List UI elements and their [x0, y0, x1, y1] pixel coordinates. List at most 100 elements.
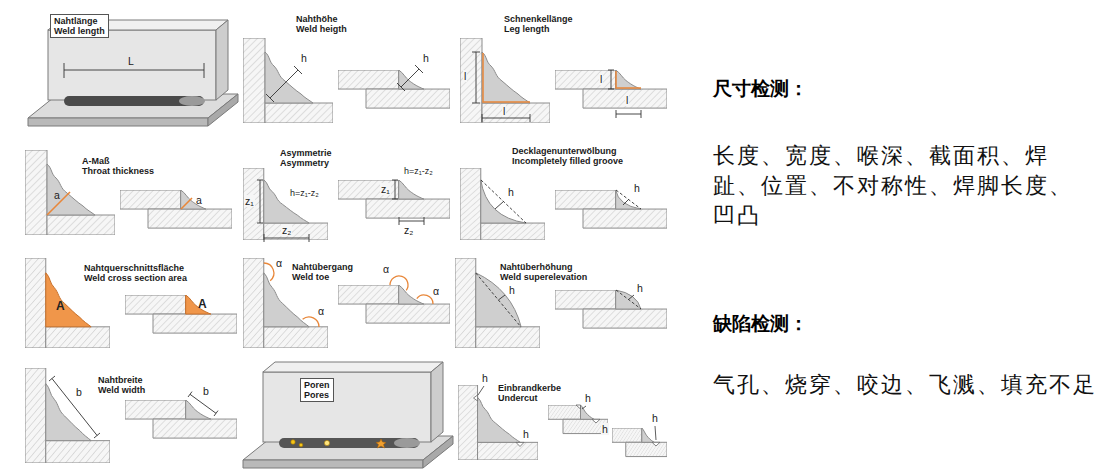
- leg-length-figure: [641, 110, 642, 118]
- pores-figure: [376, 439, 386, 448]
- weld-length-figure: [216, 20, 228, 100]
- pores-figure: [243, 362, 453, 468]
- undercut-figure: [582, 406, 586, 409]
- figure-title: Throat thickness: [82, 166, 154, 176]
- weld-toe-figure: [264, 263, 433, 327]
- weld-toe-figure: [264, 263, 274, 281]
- leg-length-figure: [460, 38, 667, 123]
- pores-figure: [263, 362, 443, 372]
- leg-length-figure: [616, 114, 641, 115]
- weld-length-figure: [64, 63, 65, 78]
- figure-title: Leg length: [504, 24, 550, 34]
- pores-figure: [279, 438, 419, 448]
- figure-title: Einbrandkerbe: [498, 383, 561, 393]
- area-symbol: A: [198, 298, 207, 312]
- undercut-figure: [652, 442, 660, 446]
- throat-thickness-figure: [181, 198, 192, 209]
- asymmetry-figure: [257, 180, 424, 242]
- cross-section-figure: [25, 258, 237, 348]
- figure-title: Decklagenunterwölbung: [512, 146, 617, 156]
- figure-title: Weld superelevation: [500, 272, 587, 282]
- throat-thickness-figure: [25, 150, 115, 235]
- leg-length-figure: [476, 52, 477, 103]
- dimension-symbol: b: [203, 385, 209, 397]
- underfill-figure: [481, 180, 641, 223]
- weld-height-figure: [397, 83, 405, 91]
- dimension-symbol: l: [625, 94, 629, 106]
- asymmetry-figure: [264, 238, 309, 239]
- dimension-symbol: z₂: [281, 224, 292, 236]
- dimension-symbol: α: [433, 285, 439, 297]
- undercut-figure: [458, 385, 538, 460]
- box-label: Poren: [304, 380, 330, 390]
- section-heading: 尺寸检测：: [713, 78, 808, 100]
- figure-title: Nahtüberhöhung: [500, 262, 573, 272]
- pores-figure: [299, 443, 303, 447]
- leg-length-figure: [608, 70, 614, 71]
- undercut-figure: [612, 428, 667, 457]
- underfill-figure: [481, 180, 526, 223]
- dimension-symbol: h: [634, 182, 640, 194]
- asymmetry-figure: [392, 199, 398, 200]
- figure-title: Weld width: [98, 385, 145, 395]
- asymmetry-figure: [424, 217, 425, 225]
- dimension-symbol: h: [652, 412, 658, 424]
- reinforcement-figure: [476, 273, 641, 327]
- weld-length-figure: [64, 96, 204, 106]
- weld-width-figure: [94, 433, 100, 438]
- figure-title: Weld cross section area: [84, 273, 187, 283]
- dimension-symbol: z₂: [404, 224, 413, 236]
- asymmetry-figure: [395, 180, 396, 199]
- dimension-symbol: z₁: [244, 195, 255, 207]
- throat-thickness-figure: [120, 190, 232, 228]
- weld-height-figure: [401, 69, 419, 87]
- weld-width-figure: [188, 392, 192, 397]
- weld-height-figure: [266, 65, 423, 102]
- undercut-figure: [576, 405, 581, 409]
- dimension-symbol: l: [599, 73, 603, 85]
- leg-length-figure: [616, 71, 641, 88]
- label-box: PorenPores: [300, 378, 334, 402]
- box-label: Nahtlänge: [54, 16, 105, 26]
- weld-toe-figure: [338, 285, 450, 323]
- weld-toe-figure: [303, 317, 319, 327]
- dimension-symbol: h: [601, 423, 609, 435]
- pores-figure: [291, 440, 295, 444]
- asymmetry-figure: [257, 180, 263, 181]
- underfill-figure: [495, 202, 504, 210]
- underfill-figure: [460, 168, 545, 240]
- pores-figure: [324, 440, 329, 445]
- weld-height-figure: [338, 70, 450, 108]
- figure-title: Nahtbreite: [98, 375, 143, 385]
- leg-length-figure: [472, 52, 641, 122]
- dimension-symbol: h: [523, 428, 529, 440]
- weld-height-figure: [243, 38, 333, 123]
- section-heading: 缺陷检测：: [713, 313, 808, 335]
- figure-title: Nahthöhe: [296, 14, 338, 24]
- asymmetry-figure: [260, 180, 261, 223]
- leg-length-figure: [608, 89, 614, 90]
- asymmetry-figure: [264, 234, 265, 242]
- weld-width-figure: [25, 368, 237, 463]
- dimension-symbol: h: [508, 186, 514, 198]
- undercut-figure: [655, 426, 656, 440]
- pores-figure: [431, 362, 443, 442]
- underfill-figure: [555, 190, 667, 228]
- leg-length-figure: [555, 70, 667, 108]
- throat-thickness-figure: [25, 150, 232, 235]
- dimension-symbol: α: [318, 305, 324, 317]
- asymmetry-figure: [392, 180, 398, 181]
- formula: h=z₁-z₂: [404, 166, 433, 176]
- asymmetry-figure: [399, 217, 400, 225]
- weld-length-figure: [179, 96, 205, 106]
- cross-section-figure: [125, 295, 237, 333]
- dimension-symbol: l: [502, 105, 506, 117]
- weld-height-figure: [415, 65, 423, 73]
- dimension-symbol: h: [509, 284, 515, 296]
- leg-length-figure: [482, 114, 483, 122]
- leg-length-figure: [611, 70, 612, 89]
- dimension-symbol: z₁: [380, 183, 391, 195]
- weld-width-figure: [52, 379, 97, 436]
- item-list: 气孔、烧穿、咬边、飞溅、填充不足: [713, 370, 1103, 400]
